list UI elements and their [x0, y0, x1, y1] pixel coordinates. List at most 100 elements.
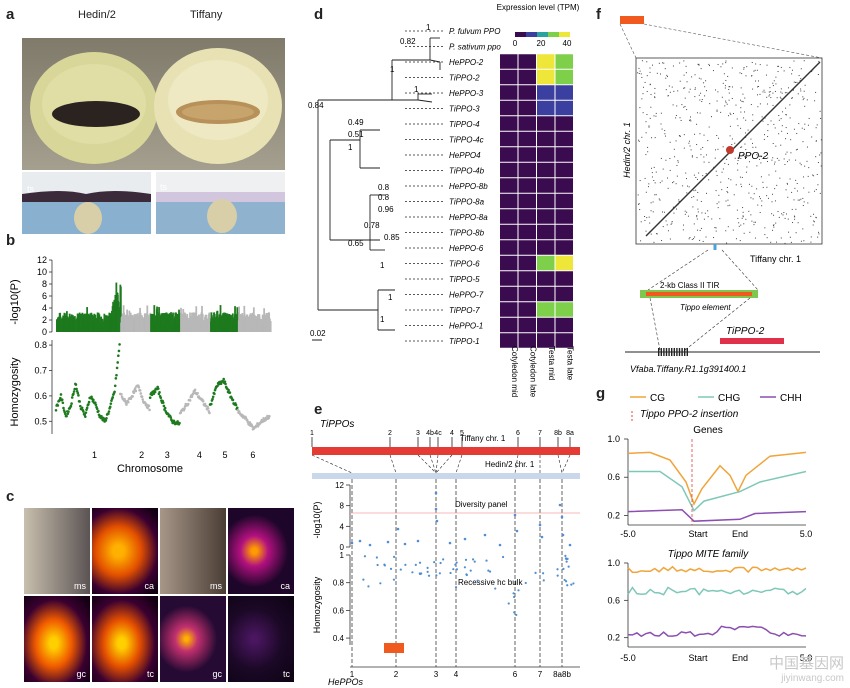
dotplot-dot — [773, 123, 775, 125]
dotplot-dot — [721, 171, 723, 173]
dotplot-dot — [722, 146, 724, 148]
homozygosity-point — [420, 572, 423, 575]
ts-left-label: ts — [27, 184, 35, 194]
top-ytick-label: 8 — [42, 279, 47, 289]
heatmap-cell — [500, 224, 518, 240]
color-scale-segment — [548, 32, 559, 37]
dotplot-dot — [724, 162, 726, 164]
dotplot-dot — [759, 64, 761, 66]
dotplot-dot — [667, 230, 669, 232]
g-top-ytick-label: 1.0 — [607, 434, 620, 444]
dotplot-dot — [704, 212, 706, 214]
dotplot-dot — [641, 60, 643, 62]
locus-connector — [561, 454, 571, 474]
exon-mark — [658, 348, 660, 356]
bootstrap-value: 1 — [390, 65, 395, 74]
homozygosity-point — [183, 407, 186, 410]
heatmap-cell — [500, 240, 518, 255]
dotplot-dot — [797, 222, 799, 224]
homozygosity-point — [534, 571, 537, 575]
dotplot-dot — [648, 125, 650, 127]
homozygosity-point — [507, 602, 510, 605]
dotplot-dot — [673, 148, 675, 150]
dotplot-dot — [753, 70, 755, 72]
dotplot-dot — [740, 107, 742, 109]
dotplot-dot — [654, 87, 656, 89]
dotplot-dot — [767, 124, 769, 126]
dotplot-dot — [727, 163, 729, 165]
dotplot-dot — [683, 224, 685, 226]
dotplot-dot — [745, 75, 747, 77]
dotplot-dot — [763, 138, 765, 140]
dotplot-dot — [699, 239, 701, 241]
dotplot-dot — [686, 178, 688, 180]
color-scale-segment — [526, 32, 537, 37]
dotplot-dot — [786, 151, 788, 153]
diversity-point — [403, 542, 407, 546]
dotplot-dot — [688, 238, 690, 240]
dotplot-dot — [649, 67, 651, 69]
homozygosity-point — [399, 568, 402, 571]
heatmap-column-label: Testa mid — [547, 346, 556, 380]
homozygosity-point — [92, 398, 95, 402]
dotplot-dot — [760, 176, 762, 178]
color-scale-tick: 0 — [513, 39, 518, 48]
heatmap-cell — [555, 131, 573, 147]
dotplot-dot — [775, 76, 777, 78]
dotplot-dot — [651, 137, 653, 139]
dotplot-dot — [677, 161, 679, 163]
homozygosity-point — [107, 410, 111, 413]
tiffany-tick-label: 1 — [310, 430, 314, 437]
dotplot-dot — [645, 132, 647, 134]
chh-mite-curve — [627, 625, 807, 638]
dotplot-dot — [654, 194, 656, 196]
dotplot-dot — [694, 88, 696, 90]
dotplot-dot — [786, 183, 788, 185]
homozygosity-point — [454, 586, 458, 589]
homozygosity-point — [93, 401, 97, 404]
homozygosity-point — [148, 396, 152, 400]
dotplot-dot — [728, 92, 730, 94]
dotplot-dot — [752, 198, 754, 200]
dotplot-dot — [752, 146, 754, 148]
homozygosity-point — [78, 400, 81, 403]
dotplot-dot — [702, 240, 704, 242]
dotplot-dot — [659, 182, 661, 184]
diversity-point — [350, 541, 354, 545]
g-top-xtick-label: Start — [688, 529, 708, 539]
dotplot-dot — [753, 193, 755, 195]
homozygosity-point — [565, 560, 568, 563]
dotplot-dot — [698, 94, 700, 96]
dotplot-dot — [639, 107, 641, 109]
dotplot-dot — [759, 212, 761, 214]
dotplot-dot — [716, 109, 718, 111]
diversity-point — [515, 529, 519, 533]
dotplot-dot — [745, 119, 747, 121]
dotplot-dot — [725, 200, 727, 202]
homozygosity-point — [60, 398, 64, 402]
heatmap-cell — [555, 302, 573, 317]
dotplot-dot — [755, 63, 757, 65]
heatmap-column-label: Cotyledon mid — [510, 346, 519, 397]
dotplot-dot — [755, 146, 757, 148]
bootstrap-value: 0.78 — [364, 221, 380, 230]
dotplot-dot — [770, 120, 772, 122]
homozygosity-point — [190, 395, 194, 399]
dotplot-dot — [815, 127, 817, 129]
dotplot-dot — [646, 61, 648, 63]
dotplot-dot — [768, 91, 770, 93]
dotplot-dot — [664, 133, 666, 135]
dotplot-dot — [669, 91, 671, 93]
dotplot-dot — [650, 233, 652, 235]
dotplot-dot — [705, 236, 707, 238]
dotplot-dot — [754, 69, 756, 71]
dotplot-dot — [777, 71, 779, 73]
dotplot-dot — [819, 110, 821, 112]
dotplot-dot — [671, 182, 673, 184]
tiffany-tick-label: 8a — [566, 430, 574, 437]
insertion-label: Tippo PPO-2 insertion — [640, 409, 739, 420]
heatmap-cell — [555, 193, 573, 209]
homozygosity-point — [542, 572, 545, 575]
dotplot-dot — [675, 208, 677, 210]
heatmap-cell — [555, 255, 573, 271]
